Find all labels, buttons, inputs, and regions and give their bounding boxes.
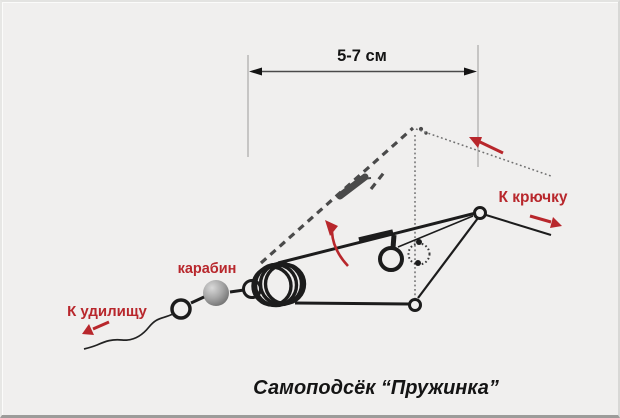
arrow-to-rod-icon	[92, 320, 110, 331]
line-to-rod-wavy	[83, 313, 174, 350]
trigger-clip	[336, 173, 369, 200]
label-to-hook: К крючку	[498, 189, 567, 206]
trigger-tip-dot	[418, 126, 424, 132]
link-segment	[190, 295, 205, 305]
label-to-rod: К удилищу	[67, 303, 147, 320]
lower-arm-eyelet	[408, 298, 422, 312]
released-line-dotted	[407, 128, 552, 298]
ring-hanger-pin	[390, 234, 397, 249]
dotted-line-to-hook	[415, 128, 552, 177]
fishing-line-through-ring	[397, 215, 474, 248]
line-knot-dot-top	[416, 239, 422, 245]
label-carabiner: карабин	[178, 261, 237, 277]
arrow-to-hook-icon	[529, 214, 552, 224]
arrowhead-to-hook-icon	[550, 217, 562, 228]
upper-arm-sleeve	[358, 229, 394, 243]
spring-lower-arm	[294, 301, 410, 306]
arrowhead-to-rod-icon	[82, 324, 94, 335]
trigger-clip-tick	[362, 177, 372, 180]
arrow-up-left-icon	[479, 140, 504, 155]
spring-mechanism	[242, 206, 552, 312]
dimension-arrowhead-left-icon	[249, 67, 262, 76]
dimension-arrowhead-right-icon	[464, 67, 477, 76]
diagram-title: Самоподсёк “Пружинка”	[253, 377, 499, 399]
arrowhead-up-left-icon	[469, 137, 482, 148]
carabiner-ball	[203, 280, 229, 306]
link-segment	[229, 288, 245, 294]
tip-eyelet	[473, 206, 487, 220]
trigger-arm-raised	[259, 126, 428, 265]
line-ring-set-position	[378, 246, 404, 272]
curved-arrowhead-icon	[325, 220, 338, 236]
carabiner-chain	[83, 280, 245, 350]
dimension-group: 5-7 см	[247, 45, 479, 167]
motion-arrows	[82, 137, 562, 335]
swivel-ring	[170, 298, 192, 320]
line-knot-dot-bottom	[415, 260, 421, 266]
dimension-label: 5-7 см	[337, 47, 387, 65]
curved-arrow-spring-rotation-icon	[330, 231, 349, 267]
frame-strut	[417, 217, 479, 299]
trigger-clip-dashed-piece	[369, 169, 388, 190]
line-exit-to-hook	[485, 214, 552, 236]
